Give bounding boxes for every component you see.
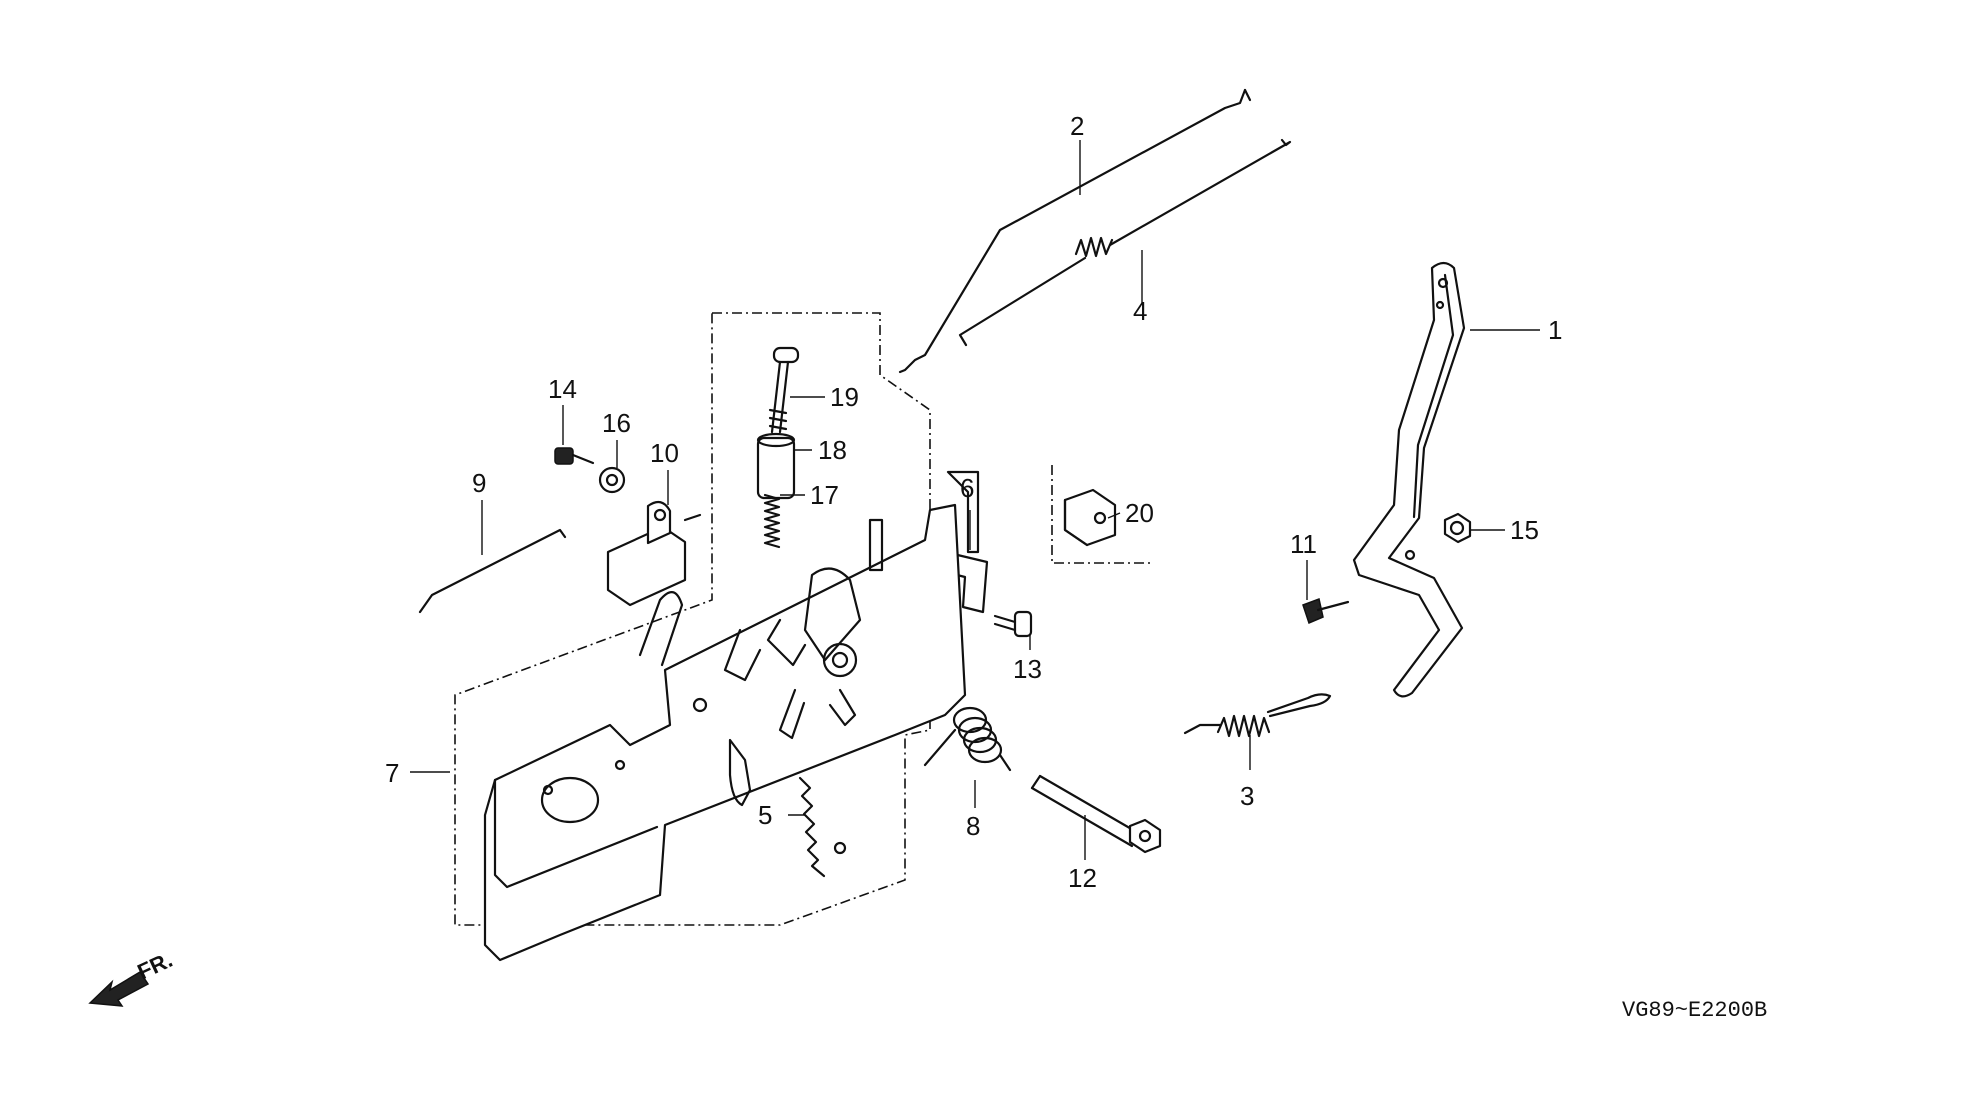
callout-4: 4 <box>1133 296 1147 326</box>
part-11-bolt <box>1302 597 1350 625</box>
callout-14: 14 <box>548 374 577 404</box>
part-5-spring <box>798 776 847 878</box>
callout-1: 1 <box>1548 315 1562 345</box>
part-9-link-rod <box>418 528 567 614</box>
part-3-spring <box>1183 693 1332 738</box>
part-10-switch <box>606 500 702 607</box>
callout-18: 18 <box>818 435 847 465</box>
part-7-plate-assembly <box>483 503 967 962</box>
callout-10: 10 <box>650 438 679 468</box>
assembly-boundary-7 <box>454 312 931 926</box>
part-16-nut <box>598 466 626 494</box>
part-12-long-bolt <box>1030 774 1162 854</box>
callout-2: 2 <box>1070 111 1084 141</box>
callout-3: 3 <box>1240 781 1254 811</box>
callout-6: 6 <box>960 473 974 503</box>
part-13-screw <box>993 610 1033 638</box>
part-14-screw <box>554 447 595 465</box>
callout-20: 20 <box>1125 498 1154 528</box>
front-direction-arrow-icon: FR. <box>88 947 176 1007</box>
part-2-rod <box>898 88 1252 374</box>
part-1-control-lever <box>1352 261 1466 698</box>
callouts: 1 2 3 4 5 6 7 8 9 10 11 12 13 14 15 16 1… <box>385 111 1562 893</box>
callout-17: 17 <box>810 480 839 510</box>
part-20-clip <box>1063 488 1117 547</box>
callout-16: 16 <box>602 408 631 438</box>
part-19-bolt <box>768 346 800 434</box>
part-15-nut <box>1443 512 1472 544</box>
part-8-torsion-spring <box>923 706 1012 772</box>
part-4-spring-rod <box>958 138 1292 347</box>
callout-19: 19 <box>830 382 859 412</box>
assembly-boundary-20 <box>1051 465 1150 564</box>
callout-15: 15 <box>1510 515 1539 545</box>
callout-13: 13 <box>1013 654 1042 684</box>
callout-7: 7 <box>385 758 399 788</box>
callout-11: 11 <box>1290 529 1317 559</box>
callout-5: 5 <box>758 800 772 830</box>
part-18-collar <box>756 432 796 500</box>
callout-12: 12 <box>1068 863 1097 893</box>
diagram-code: VG89~E2200B <box>1622 998 1767 1023</box>
part-17-spring <box>763 493 781 549</box>
callout-8: 8 <box>966 811 980 841</box>
leader-lines <box>410 140 1540 860</box>
callout-9: 9 <box>472 468 486 498</box>
